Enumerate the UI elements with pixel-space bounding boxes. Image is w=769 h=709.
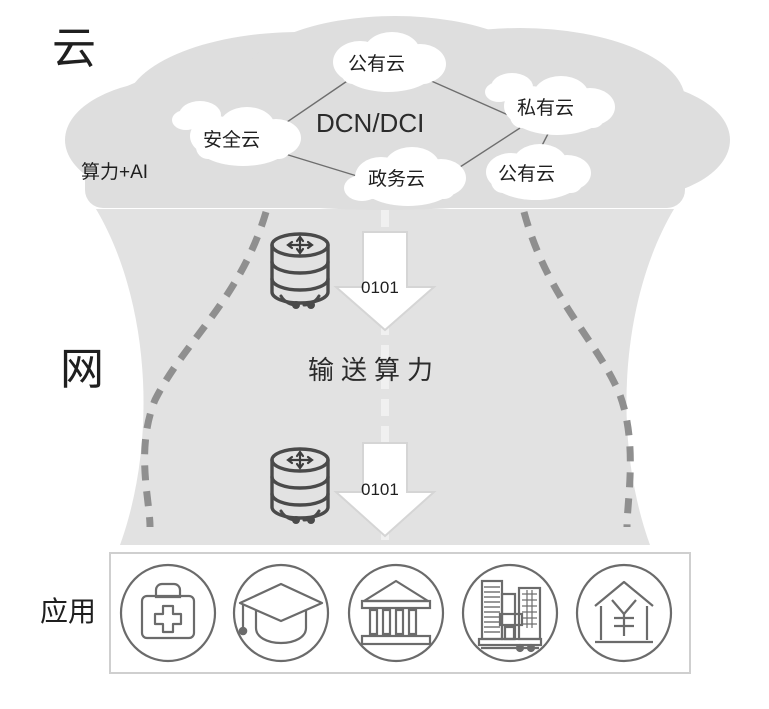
tier-label-net: 网 bbox=[60, 345, 104, 394]
link-security-to-government bbox=[271, 149, 371, 181]
tier-label-app: 应用 bbox=[40, 596, 97, 627]
cloud-node-public-cloud-right[interactable]: 公有云 bbox=[498, 164, 556, 185]
medical-kit-icon bbox=[119, 563, 217, 663]
flow-arrow-lower bbox=[333, 442, 437, 538]
node-shape-public-cloud-right bbox=[486, 144, 591, 200]
flow-bits-label-upper: 0101 bbox=[361, 278, 399, 297]
cloud-node-shapes bbox=[172, 32, 615, 206]
node-shape-government-cloud bbox=[344, 147, 466, 206]
link-public-top-to-private bbox=[419, 75, 516, 119]
bank-building-icon bbox=[347, 563, 445, 663]
database-stack-icon-upper bbox=[270, 232, 330, 309]
dcn-dci-label: DCN/DCI bbox=[316, 108, 425, 138]
city-buildings-icon bbox=[461, 563, 559, 663]
cloud-node-security-cloud[interactable]: 安全云 bbox=[203, 130, 261, 151]
node-shape-security-cloud bbox=[172, 101, 301, 166]
cloud-node-private-cloud[interactable]: 私有云 bbox=[517, 98, 575, 119]
transport-compute-label: 输送算力 bbox=[308, 355, 441, 385]
graduation-cap-icon bbox=[232, 563, 330, 663]
node-shape-private-cloud bbox=[485, 73, 615, 135]
node-shape-public-cloud-top bbox=[333, 32, 446, 92]
flow-bits-label-lower: 0101 bbox=[361, 480, 399, 499]
cloud-node-public-cloud-top[interactable]: 公有云 bbox=[348, 54, 406, 75]
house-yuan-icon bbox=[575, 563, 673, 663]
app-layer-box bbox=[109, 552, 691, 674]
database-stack-icon-lower bbox=[270, 447, 330, 524]
compute-ai-label: 算力+AI bbox=[81, 162, 149, 183]
tier-label-cloud: 云 bbox=[52, 24, 96, 73]
cloud-node-government-cloud[interactable]: 政务云 bbox=[368, 169, 426, 190]
app-icon-group bbox=[119, 563, 673, 663]
flow-arrow-upper bbox=[333, 231, 437, 332]
